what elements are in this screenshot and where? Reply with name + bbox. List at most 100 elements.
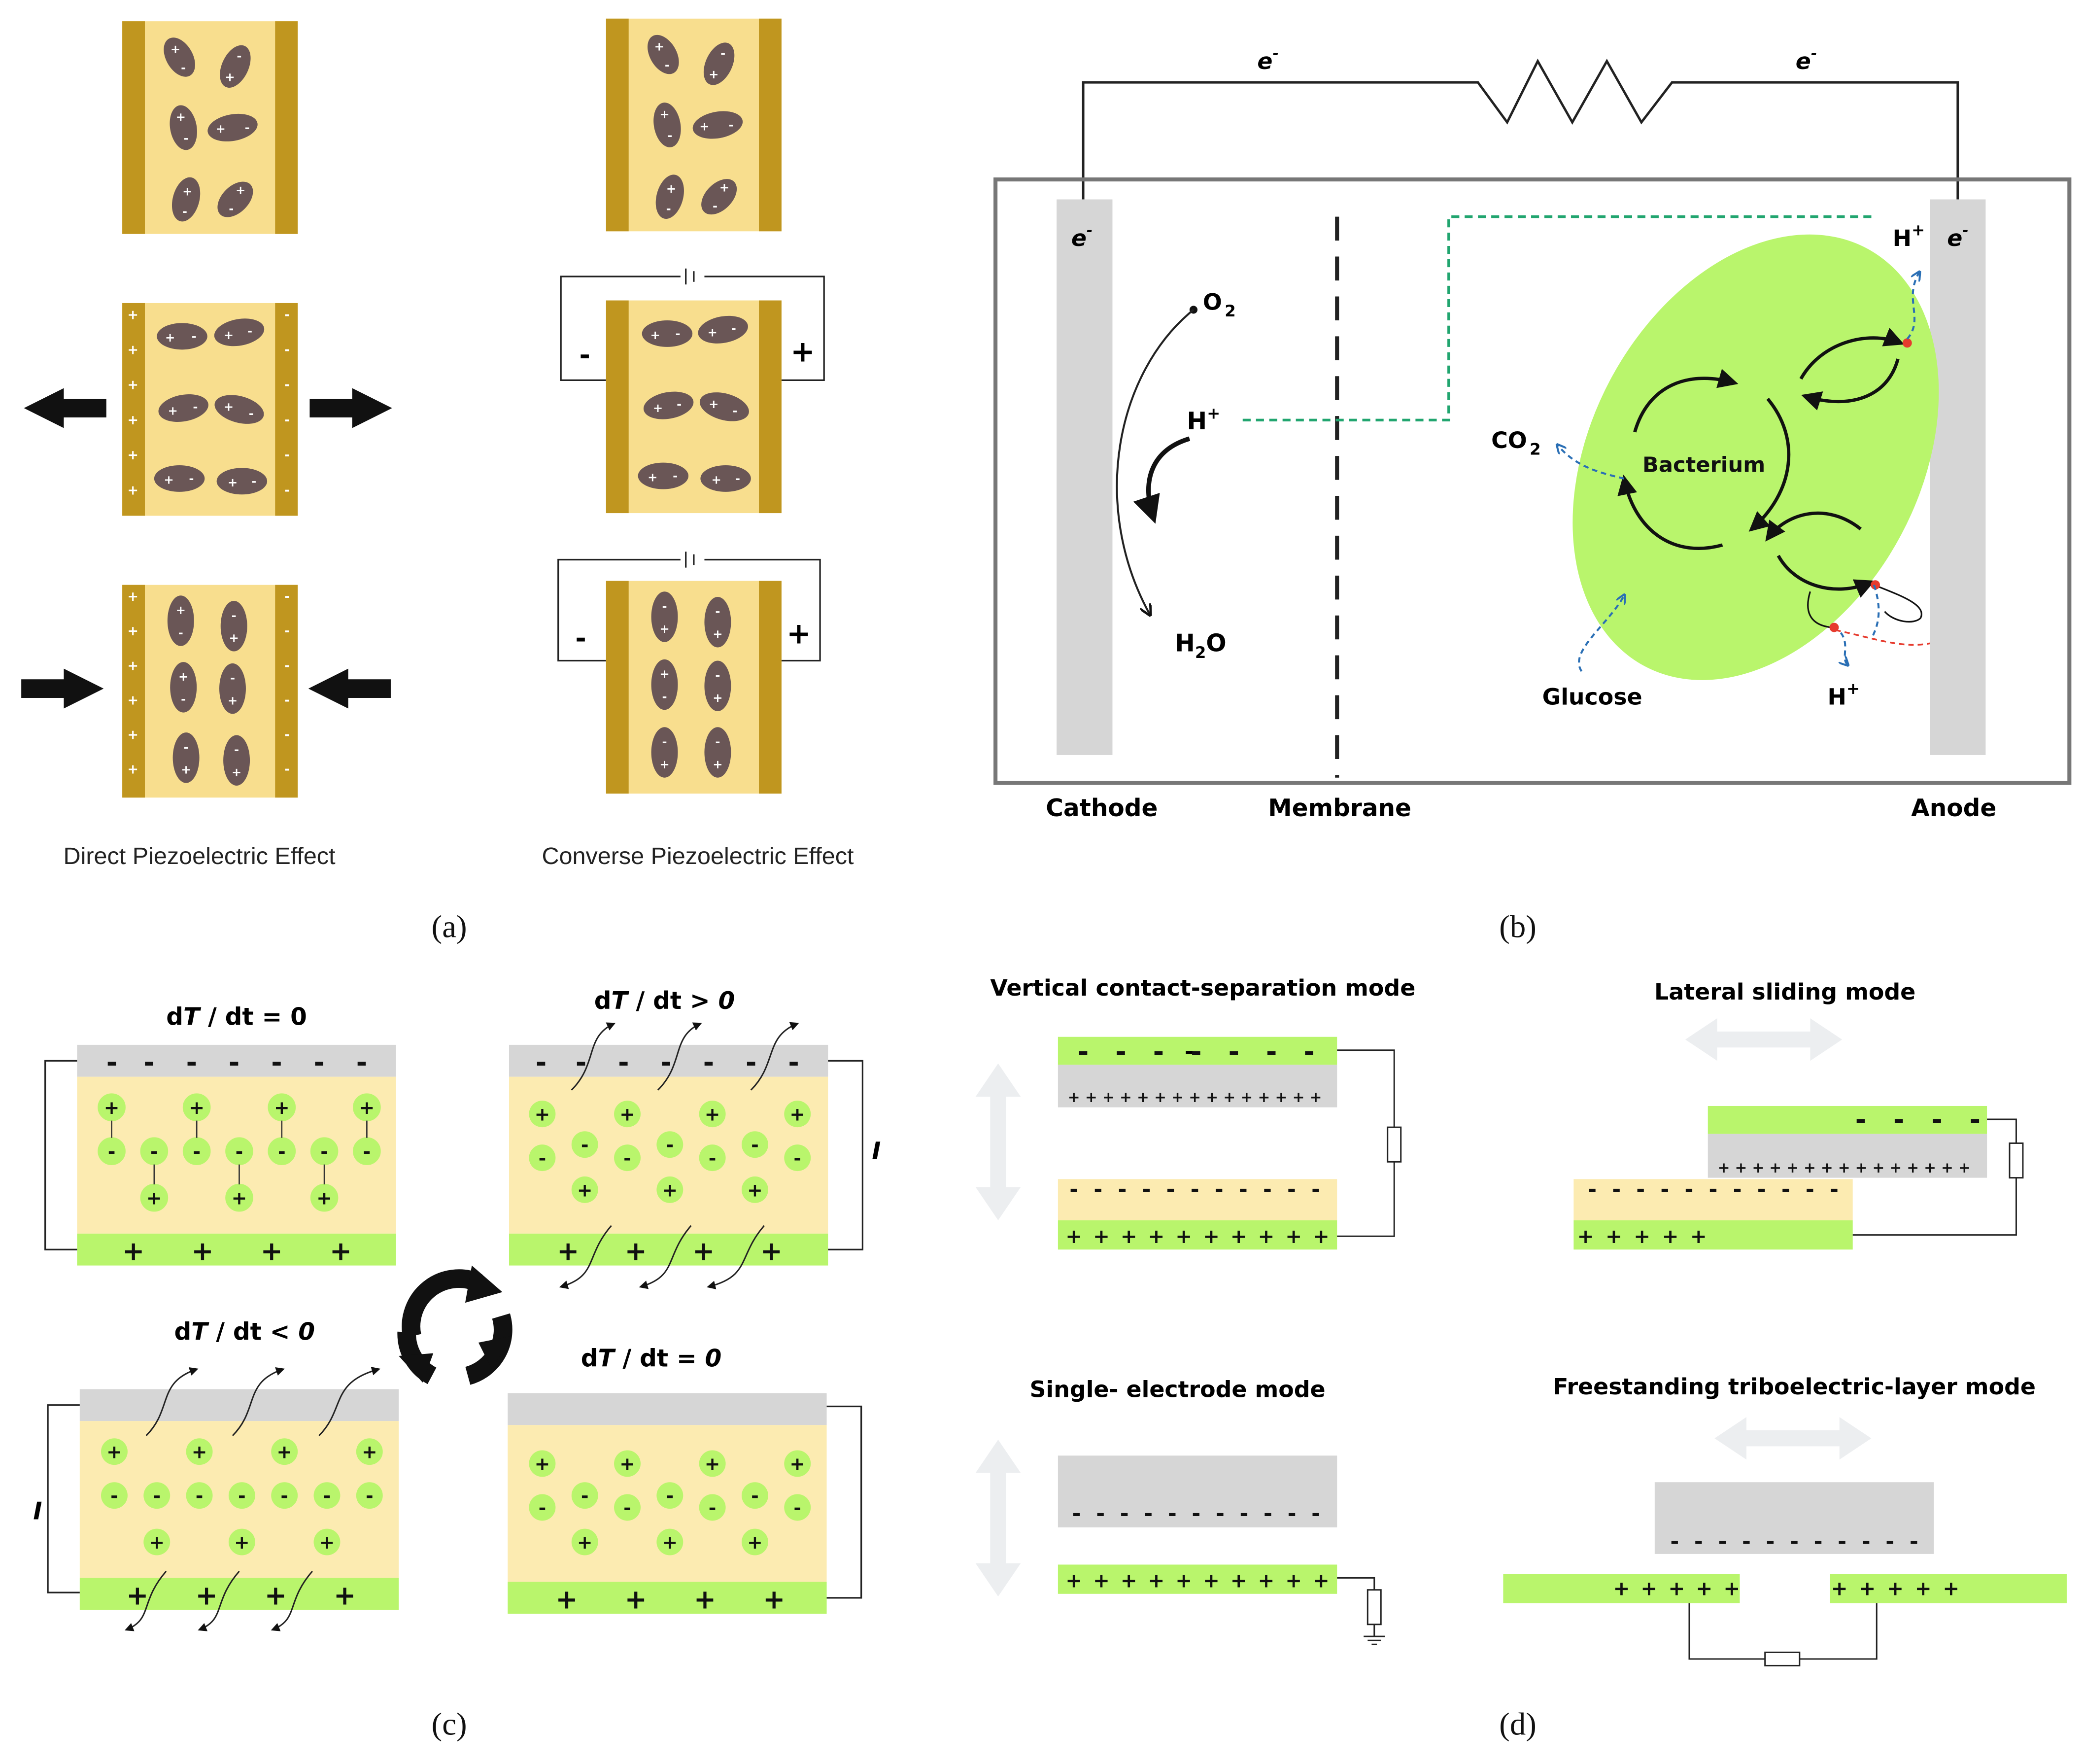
tribo-negative-charge: - xyxy=(1142,1177,1151,1202)
svg-text:-: - xyxy=(320,1141,328,1162)
electrode-charge: + xyxy=(127,658,138,673)
svg-text:H+: H+ xyxy=(1827,679,1860,710)
svg-text:-: - xyxy=(618,1047,629,1078)
tribo-negative-charge: - xyxy=(1733,1177,1742,1202)
svg-text:-: - xyxy=(623,1147,631,1169)
tribo-positive-charge: + xyxy=(1690,1224,1707,1248)
svg-text:+: + xyxy=(276,1441,292,1463)
panel-a-piezoelectric: - + - + Direct Piezoelectric Effect xyxy=(21,18,854,944)
bacterium-cell xyxy=(1572,234,1939,680)
grain-dipole-charge: - xyxy=(713,199,717,213)
grain-dipole-charge: - xyxy=(234,742,239,757)
tribo-positive-charge: + xyxy=(1313,1568,1330,1592)
tribo-negative-charge: - xyxy=(1855,1104,1866,1135)
svg-text:-: - xyxy=(539,1497,547,1519)
grain-dipole-charge: + xyxy=(713,757,722,771)
electrode-charge: + xyxy=(127,342,138,357)
water-label: H xyxy=(1175,630,1195,657)
tribo-positive-charge: + xyxy=(1203,1568,1220,1592)
tribo-positive-charge: + xyxy=(1872,1159,1884,1176)
svg-text:-: - xyxy=(581,1134,589,1156)
tribo-positive-charge: + xyxy=(1102,1088,1115,1106)
svg-text:+: + xyxy=(760,1236,783,1267)
svg-text:+: + xyxy=(705,1104,720,1125)
current-label: I xyxy=(33,1498,42,1525)
svg-text:-: - xyxy=(153,1485,161,1507)
tribo-negative-charge: - xyxy=(1166,1177,1175,1202)
grain-dipole-charge: + xyxy=(713,627,722,641)
tribo-positive-charge: + xyxy=(1943,1576,1959,1600)
grain-dipole-charge: + xyxy=(699,119,709,133)
grain-dipole-charge: + xyxy=(659,757,669,771)
charge-flow-arrows xyxy=(124,1367,381,1631)
tribo-negative-charge: - xyxy=(1288,1501,1297,1526)
svg-text:+: + xyxy=(555,1584,578,1615)
grain-dipole-charge: - xyxy=(677,397,682,411)
tribo-positive-charge: + xyxy=(1889,1159,1902,1176)
svg-text:-: - xyxy=(788,1047,799,1078)
tribo-negative-charge: - xyxy=(1287,1177,1296,1202)
tribo-positive-charge: + xyxy=(1924,1159,1936,1176)
tribo-negative-charge: - xyxy=(1970,1104,1981,1135)
svg-text:-: - xyxy=(746,1047,756,1078)
svg-text:+: + xyxy=(577,1179,593,1201)
tribo-positive-charge: + xyxy=(1285,1568,1302,1592)
anode-electrode xyxy=(1930,199,1986,755)
svg-text:-: - xyxy=(193,1141,201,1162)
svg-text:-: - xyxy=(576,1047,586,1078)
tribo-negative-charge: - xyxy=(1893,1104,1904,1135)
grain-dipole-charge: + xyxy=(659,107,669,121)
svg-text:+: + xyxy=(789,1104,805,1125)
electrode-charge: + xyxy=(127,413,138,428)
tribo-negative-charge: - xyxy=(1120,1501,1129,1526)
tribo-negative-charge: - xyxy=(1266,1036,1277,1067)
grain-dipole-charge: + xyxy=(648,470,657,484)
tribo-positive-charge: + xyxy=(1093,1568,1110,1592)
tribo-negative-charge: - xyxy=(1806,1177,1814,1202)
svg-text:-: - xyxy=(709,1147,717,1169)
svg-text:+: + xyxy=(625,1584,647,1615)
grain-dipole-charge: - xyxy=(178,625,183,640)
tribo-positive-charge: + xyxy=(1189,1088,1201,1106)
svg-text:e-: e- xyxy=(1071,221,1093,251)
cell-chamber xyxy=(993,177,2072,785)
ground-icon xyxy=(1364,1635,1385,1645)
right-pull-arrow xyxy=(309,388,392,428)
svg-text:-: - xyxy=(236,1141,243,1162)
tribo-negative-charge: - xyxy=(1885,1529,1894,1554)
svg-text:+: + xyxy=(334,1580,356,1611)
tribo-positive-charge: + xyxy=(1148,1568,1165,1592)
electrode-charge: - xyxy=(284,342,290,357)
tribo-positive-charge: + xyxy=(1154,1088,1166,1106)
grain-dipole-charge: + xyxy=(171,42,180,56)
tribo-negative-charge: - xyxy=(1078,1036,1089,1067)
svg-text:-: - xyxy=(793,1147,801,1169)
tribo-positive-charge: + xyxy=(1887,1576,1904,1600)
grain-dipole-charge: + xyxy=(178,669,188,684)
svg-text:H2O: H2O xyxy=(1175,630,1226,662)
grain-dipole-charge: - xyxy=(232,608,237,623)
svg-text:dT / dt = 0: dT / dt = 0 xyxy=(166,1003,307,1031)
grain-dipole-charge: - xyxy=(251,474,256,488)
electrode-charge: - xyxy=(284,623,290,639)
tribo-positive-charge: + xyxy=(1203,1224,1220,1248)
grain-dipole-charge: + xyxy=(164,473,173,487)
svg-text:dT / dt > 0: dT / dt > 0 xyxy=(594,987,735,1015)
svg-text:+: + xyxy=(122,1236,144,1267)
tribo-positive-charge: + xyxy=(1668,1576,1685,1600)
svg-text:+: + xyxy=(359,1097,375,1118)
lateral-motion-arrow xyxy=(1714,1417,1872,1460)
tribo-positive-charge: + xyxy=(1121,1224,1137,1248)
svg-text:+: + xyxy=(763,1584,785,1615)
tribo-negative-charge: - xyxy=(1742,1529,1751,1554)
tribo-negative-charge: - xyxy=(1093,1177,1102,1202)
svg-text:-: - xyxy=(581,1485,589,1507)
tribo-negative-charge: - xyxy=(1215,1177,1224,1202)
tribo-positive-charge: + xyxy=(1121,1568,1137,1592)
grain-dipole-charge: - xyxy=(715,668,720,682)
tribo-negative-charge: - xyxy=(1910,1529,1918,1554)
grain-dipole-charge: - xyxy=(247,324,252,338)
svg-text:-: - xyxy=(709,1497,717,1519)
tribo-negative-charge: - xyxy=(1069,1177,1078,1202)
tribo-negative-charge: - xyxy=(1192,1501,1200,1526)
